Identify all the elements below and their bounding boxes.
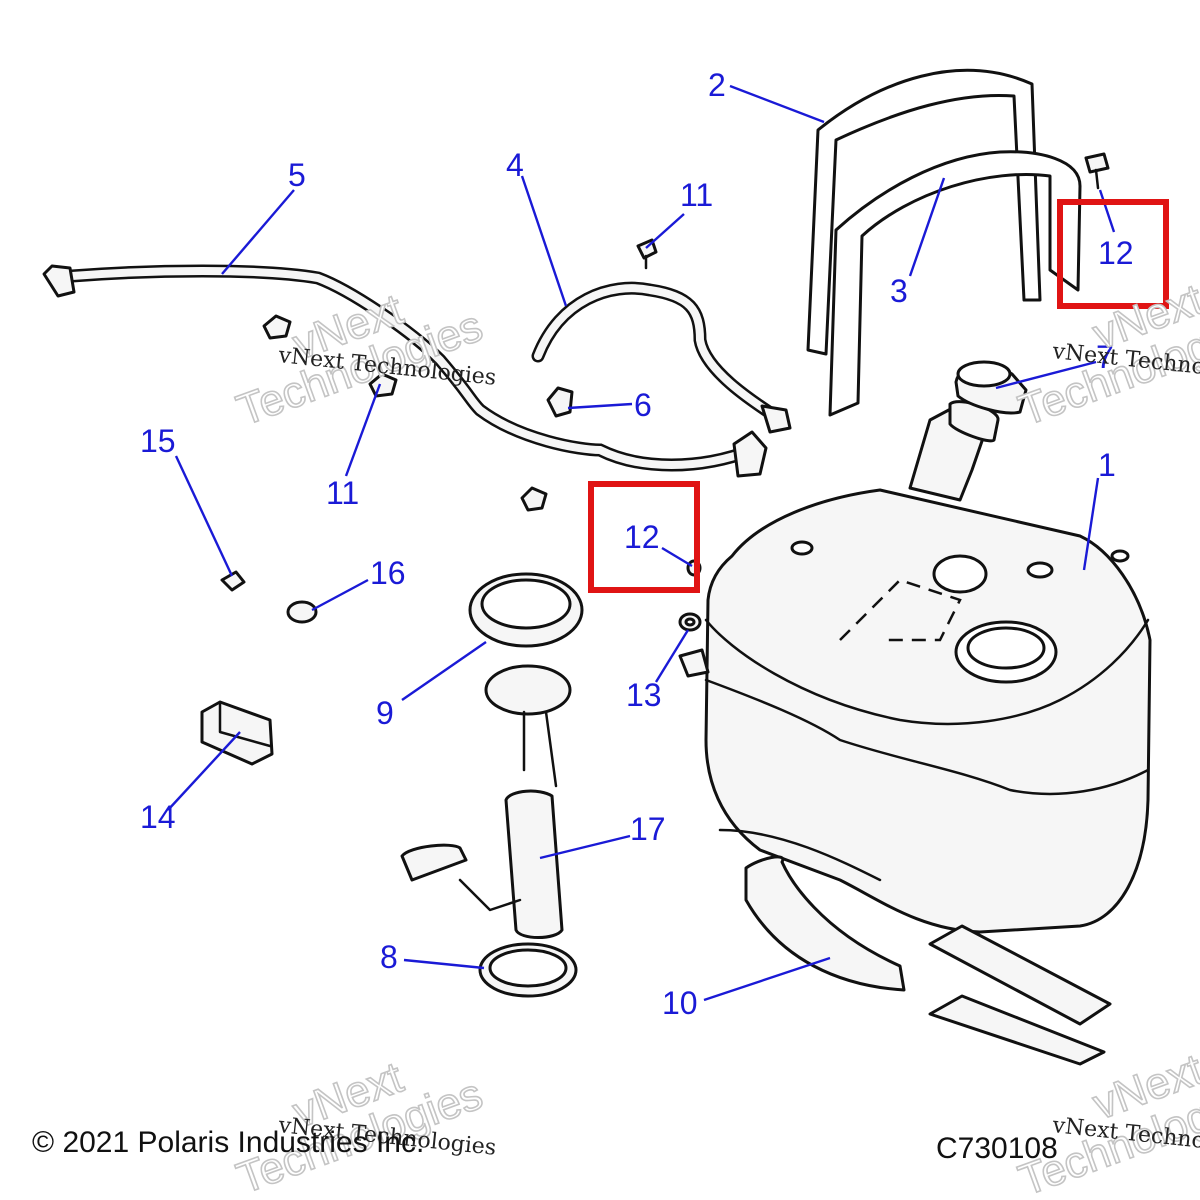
part-6-clip [546,386,574,418]
part-13-o-ring [678,612,702,632]
callout-17: 17 [630,811,666,847]
leader-12-top [1098,189,1116,233]
part-11-fastener-top [636,238,658,270]
part-8-gasket [478,942,578,998]
part-3-tank-strap-small [828,150,1082,417]
leader-11-left [344,383,382,477]
leader-7 [995,360,1097,390]
leader-11-top [645,213,685,249]
leader-5 [221,189,295,275]
watermark-mid: vNext Technologies vNext Technologies [230,284,497,436]
leader-4 [520,175,568,307]
callout-6: 6 [634,387,652,423]
callout-14: 14 [140,799,176,835]
highlight-box-12-middle [588,481,700,593]
leader-3 [908,177,946,277]
part-15-screw [220,570,246,592]
watermark-bottom-right: vNext Technologies vNext Techno [1012,1044,1200,1200]
leader-9 [401,641,487,701]
callout-9: 9 [376,695,394,731]
leader-12-middle [661,546,693,568]
leader-1 [1082,477,1100,571]
diagram-code: C730108 [936,1132,1058,1165]
leader-6 [567,402,633,410]
callout-7: 7 [1096,339,1114,375]
callout-3: 3 [890,273,908,309]
callout-5: 5 [288,157,306,193]
callout-13: 13 [626,677,662,713]
part-12-bolt-top [1084,152,1110,190]
leader-8 [403,958,485,970]
part-14-foam-block [200,700,274,766]
callout-4: 4 [506,147,524,183]
part-11-clip-center [520,486,548,512]
part-7-fuel-cap [954,360,1028,415]
callout-1: 1 [1098,447,1116,483]
leader-16 [311,578,369,612]
callout-8: 8 [380,939,398,975]
callout-16: 16 [370,555,406,591]
callout-10: 10 [662,985,698,1021]
callout-11-top: 11 [680,177,713,213]
part-16-grommet [286,600,318,624]
part-17-fuel-pump [400,664,572,939]
leader-14 [167,731,241,811]
part-4-vent-hose-short [531,281,792,434]
leader-10 [703,956,831,1002]
callout-2: 2 [708,67,726,103]
leader-2 [729,84,825,124]
part-5-vent-hose [42,264,768,478]
highlight-box-12-top [1057,199,1169,309]
part-9-locking-ring [468,572,584,648]
part-2-tank-strap-large [806,68,1042,356]
part-10-tank-pads [744,855,1112,1066]
copyright-text: © 2021 Polaris Industries Inc. [32,1126,424,1159]
leader-13 [654,629,690,683]
leader-15 [174,455,234,577]
leader-17 [539,834,631,860]
part-1-fuel-tank [678,400,1152,934]
callout-15: 15 [140,423,176,459]
callout-12-middle: 12 [624,519,660,555]
callout-11-left: 11 [326,475,359,511]
callout-12-top: 12 [1098,235,1134,271]
